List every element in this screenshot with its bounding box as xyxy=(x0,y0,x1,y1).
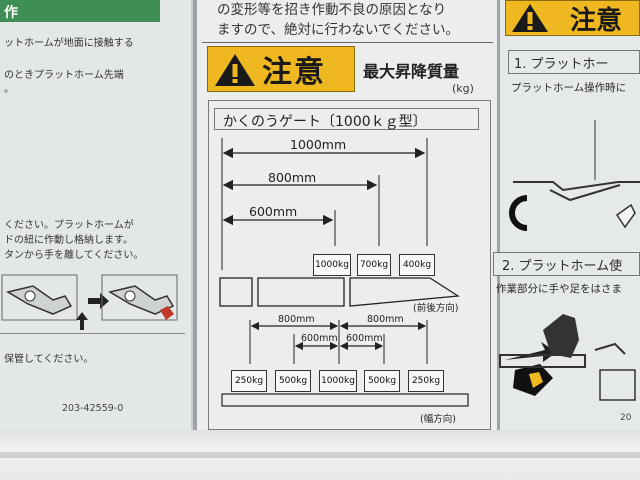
step1-title: 1. プラットホー xyxy=(508,50,640,74)
caution-label: 注意 xyxy=(262,55,326,90)
weight-block: 1000kg xyxy=(313,254,351,276)
warning-triangle-icon xyxy=(215,54,255,86)
left-text-line: タンから手を離してください。 xyxy=(4,250,144,261)
longitudinal-load-diagram xyxy=(219,138,460,307)
direction-label: (前後方向) xyxy=(413,303,459,314)
part-number-fragment: 20 xyxy=(620,413,632,423)
dimension-label: 1000mm xyxy=(290,137,347,152)
pinch-hazard-illustration xyxy=(499,314,636,401)
left-text-line: 。 xyxy=(4,84,14,95)
dimension-label: 800mm xyxy=(268,170,317,185)
left-header-text: 作 xyxy=(4,5,18,21)
warning-line: の変形等を招き作動不良の原因となり xyxy=(217,2,447,18)
step2-text: 作業部分に手や足をはさま xyxy=(496,283,622,295)
left-text-line: 保管してください。 xyxy=(4,354,94,365)
dimension-label: 800mm xyxy=(278,314,315,325)
lateral-load-diagram xyxy=(221,320,469,407)
weight-block: 1000kg xyxy=(319,370,357,392)
platform-illustration xyxy=(509,120,640,231)
load-diagram-frame xyxy=(208,100,491,430)
direction-label: (幅方向) xyxy=(420,414,456,425)
panel-gap xyxy=(193,0,197,432)
left-label-panel xyxy=(0,0,193,430)
dimension-label: 600mm xyxy=(249,204,298,219)
left-header-bar: 作 xyxy=(0,0,160,22)
left-mechanism-illustration xyxy=(1,274,178,330)
dimension-label: 600mm xyxy=(346,333,383,344)
divider xyxy=(0,333,185,334)
step1-title-text: 1. プラットホー xyxy=(514,57,609,72)
capacity-unit: (kg) xyxy=(452,82,474,95)
weight-block: 400kg xyxy=(399,254,435,276)
weight-block: 500kg xyxy=(364,370,400,392)
right-label-panel xyxy=(500,0,640,432)
capacity-title: 最大昇降質量 xyxy=(363,62,460,81)
dimension-label: 600mm xyxy=(301,333,338,344)
left-text-line: のときプラットホーム先端 xyxy=(4,70,124,81)
warning-line: ますので、絶対に行わないでください。 xyxy=(217,22,460,38)
left-text-line: ください。プラットホームが xyxy=(4,220,134,231)
weight-block: 700kg xyxy=(357,254,391,276)
step1-text: プラットホーム操作時に xyxy=(511,82,627,94)
step2-title-text: 2. プラットホーム使 xyxy=(502,259,623,274)
panel-gap xyxy=(497,0,500,432)
part-number: 203-42559-0 xyxy=(62,403,124,414)
dimension-label: 800mm xyxy=(367,314,404,325)
weight-block: 500kg xyxy=(275,370,311,392)
caution-label: 注意 xyxy=(570,6,623,36)
frame-edge xyxy=(0,452,640,458)
gate-model-title: かくのうゲート〔1000ｋｇ型〕 xyxy=(214,108,479,130)
top-warning-text: の変形等を招き作動不良の原因となり ますので、絶対に行わないでください。 xyxy=(202,0,492,42)
gate-model-text: かくのうゲート〔1000ｋｇ型〕 xyxy=(223,114,427,130)
weight-block: 250kg xyxy=(408,370,444,392)
left-text-line: ドの紐に作動し格納します。 xyxy=(4,235,133,246)
left-text-line: ットホームが地面に接触する xyxy=(4,38,134,49)
step2-title: 2. プラットホーム使 xyxy=(493,252,640,276)
weight-block: 250kg xyxy=(231,370,267,392)
divider xyxy=(202,42,493,43)
warning-triangle-icon xyxy=(512,4,548,32)
